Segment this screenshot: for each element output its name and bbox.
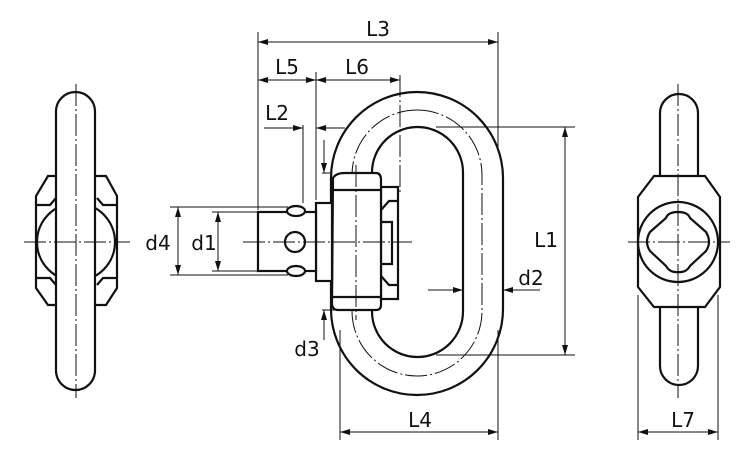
side-view-left — [24, 84, 130, 398]
label-L2: L2 — [265, 101, 289, 125]
label-L1: L1 — [534, 228, 558, 252]
label-d4: d4 — [145, 231, 170, 255]
label-L6: L6 — [345, 55, 369, 79]
label-L7: L7 — [671, 408, 695, 432]
label-L5: L5 — [275, 55, 299, 79]
label-d3: d3 — [294, 337, 319, 361]
label-L3: L3 — [366, 17, 390, 41]
label-d1: d1 — [191, 231, 216, 255]
dimension-lines — [170, 32, 719, 440]
label-d2: d2 — [518, 266, 543, 290]
front-view — [243, 75, 505, 397]
label-L4: L4 — [408, 408, 432, 432]
side-view-right — [628, 84, 730, 398]
